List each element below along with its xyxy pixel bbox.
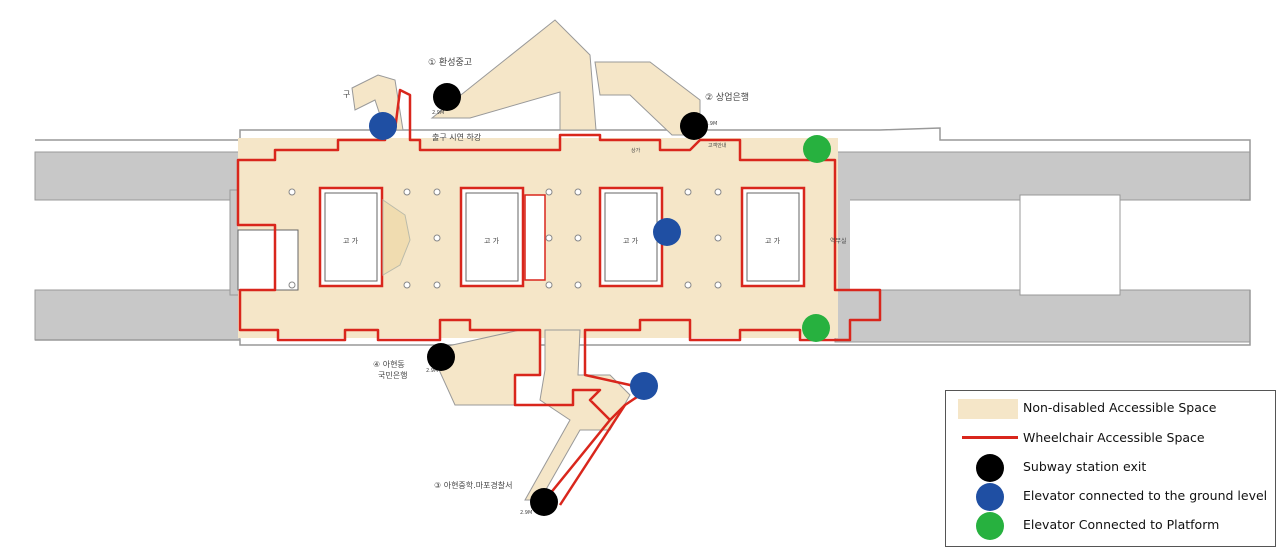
legend-label: Subway station exit [1023, 459, 1147, 474]
legend-label: Wheelchair Accessible Space [1023, 430, 1205, 445]
platform-right [830, 151, 1251, 343]
area-label-4: 고 가 [765, 236, 781, 245]
platform-left [34, 151, 271, 341]
area-label-3: 고 가 [623, 236, 639, 245]
exit4-label-a: ④ 아현동 [373, 359, 405, 369]
wheelchair-route [236, 88, 882, 506]
area-label-1: 고 가 [343, 236, 359, 245]
elevator-platform-marker-1 [803, 135, 831, 163]
elevator-ground-marker-3 [630, 372, 658, 400]
area-label-2: 고 가 [484, 236, 500, 245]
legend-item-exit: Subway station exit [946, 454, 1275, 482]
station-outline-top [35, 127, 1251, 201]
exit3-label: ③ 아현중학.마포경찰서 [434, 480, 513, 490]
depth-label-c: 2.9M [426, 368, 438, 374]
column-markers [288, 188, 722, 289]
depth-label-d: 2.9M [520, 510, 532, 516]
elevator-platform-marker-2 [802, 314, 830, 342]
legend-label: Elevator Connected to Platform [1023, 517, 1220, 532]
exit2-label: ② 상업은행 [705, 91, 749, 103]
depth-label-b: 2.9M [705, 121, 717, 127]
legend-swatch-line [962, 436, 1018, 439]
exit-marker-2 [680, 112, 708, 140]
structure-blocks [237, 186, 806, 291]
plan-labels: ① 환성중고 ② 상업은행 ③ 아현중학.마포경찰서 ④ 아현동 국민은행 출구… [343, 56, 847, 516]
exit4-label-b: 국민은행 [378, 370, 407, 380]
info-label: 고객안내 [708, 142, 727, 149]
elevator-ground-marker-1 [369, 112, 397, 140]
exit-marker-3 [530, 488, 558, 516]
legend-item-wheelchair: Wheelchair Accessible Space [946, 425, 1275, 451]
exit-marker-4 [427, 343, 455, 371]
shop-label: 상가 [631, 147, 641, 154]
depth-label-a: 2.9M [432, 110, 444, 116]
exit-marker-1 [433, 83, 461, 111]
legend-swatch-elevator-ground-dot [976, 483, 1004, 511]
office-label: 역무실 [830, 237, 847, 245]
legend-swatch-fill [958, 399, 1018, 419]
exit-note-label: 출구 시연 하강 [432, 132, 482, 142]
legend-item-non-disabled: Non-disabled Accessible Space [946, 395, 1275, 421]
legend-swatch-elevator-platform-dot [976, 512, 1004, 540]
legend-item-elevator-platform: Elevator Connected to Platform [946, 512, 1275, 540]
legend-label: Non-disabled Accessible Space [1023, 400, 1217, 415]
exit1-label: ① 환성중고 [428, 56, 472, 68]
elevator-ground-marker-2 [653, 218, 681, 246]
stair-mark-label: 구 [343, 90, 350, 99]
legend-swatch-exit-dot [976, 454, 1004, 482]
legend: Non-disabled Accessible Space Wheelchair… [945, 390, 1276, 547]
markers [369, 83, 831, 516]
legend-item-elevator-ground: Elevator connected to the ground level [946, 483, 1275, 511]
legend-label: Elevator connected to the ground level [1023, 488, 1268, 503]
